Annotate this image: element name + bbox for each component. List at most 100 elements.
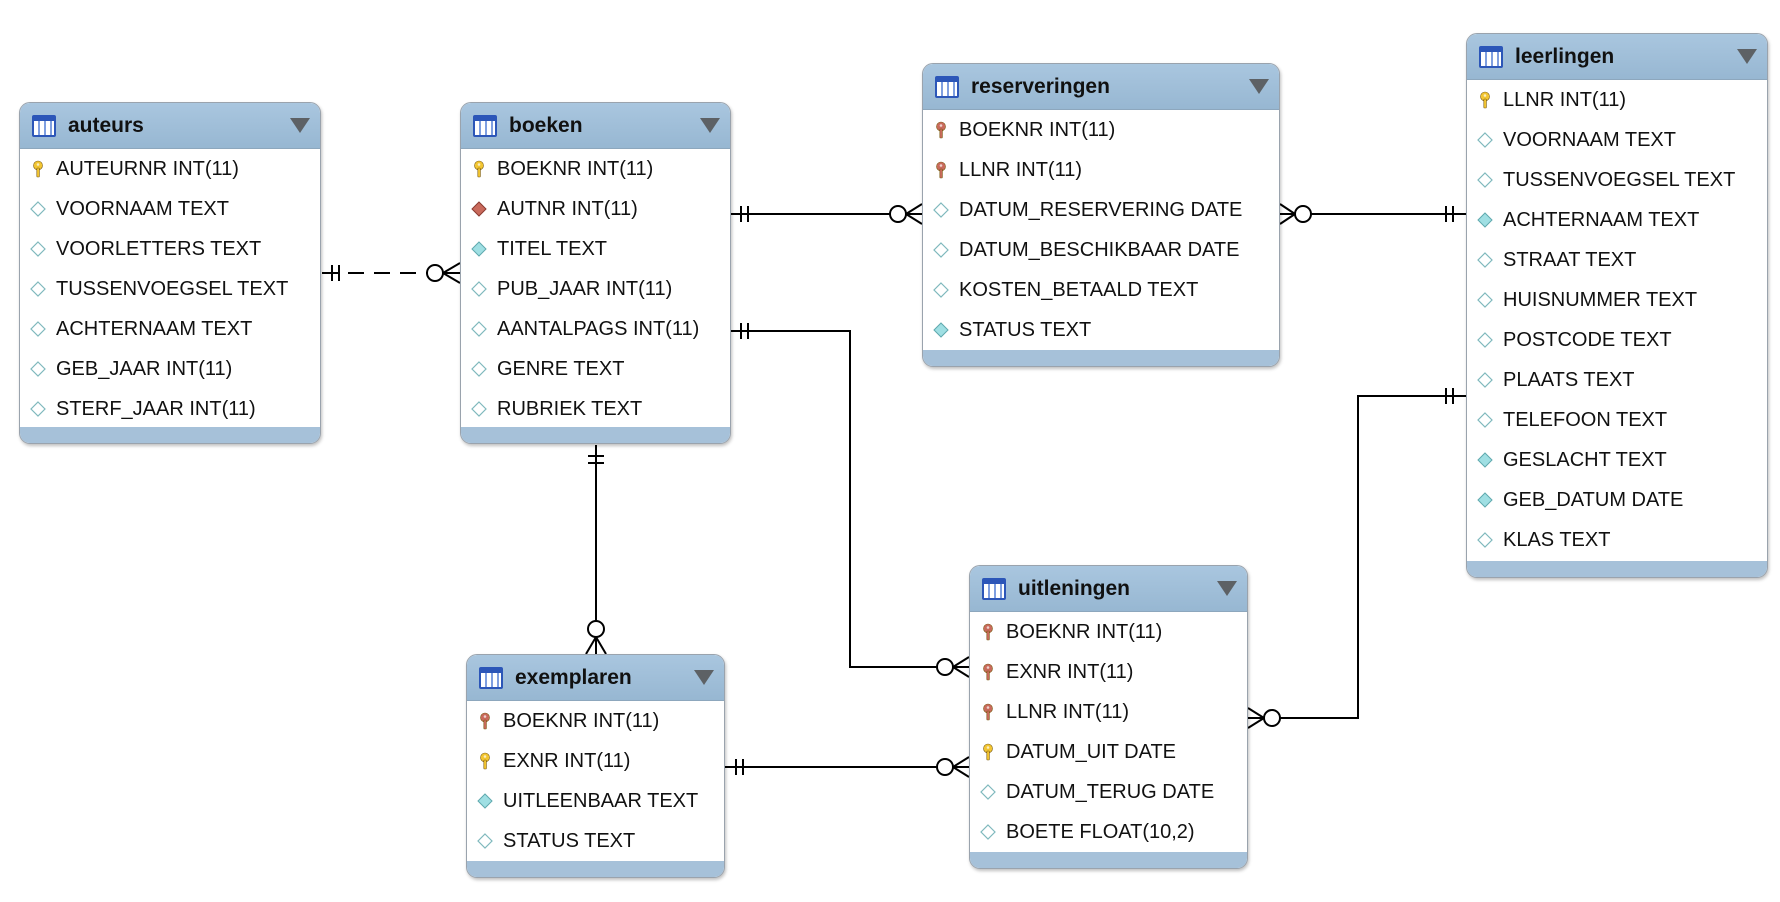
column-row[interactable]: STRAAT TEXT (1467, 240, 1767, 280)
entity-uitleningen[interactable]: uitleningen BOEKNR INT(11) EXNR INT(11) LL… (969, 565, 1248, 869)
column-label: DATUM_UIT DATE (1006, 740, 1177, 763)
rel-boeken-uitleningen[interactable] (731, 323, 970, 678)
rel-boeken-exemplaren[interactable] (585, 445, 607, 655)
column-row[interactable]: AUTEURNR INT(11) (20, 149, 320, 189)
not-null-column-icon (1477, 211, 1493, 229)
column-row[interactable]: LLNR INT(11) (1467, 80, 1767, 120)
column-row[interactable]: KOSTEN_BETAALD TEXT (923, 270, 1279, 310)
column-row[interactable]: POSTCODE TEXT (1467, 320, 1767, 360)
column-row[interactable]: PUB_JAAR INT(11) (461, 269, 730, 309)
column-row[interactable]: DATUM_BESCHIKBAAR DATE (923, 230, 1279, 270)
rel-exemplaren-uitleningen[interactable] (725, 756, 970, 778)
column-icon (933, 241, 949, 259)
entity-boeken[interactable]: boeken BOEKNR INT(11)AUTNR INT(11) TITEL … (460, 102, 731, 444)
column-label: BOETE FLOAT(10,2) (1006, 820, 1195, 843)
foreign-key-diamond-icon (471, 200, 487, 218)
column-row[interactable]: BOEKNR INT(11) (923, 110, 1279, 150)
column-row[interactable]: VOORNAAM TEXT (1467, 120, 1767, 160)
table-icon (473, 114, 497, 137)
entity-header[interactable]: uitleningen (970, 566, 1247, 612)
column-row[interactable]: TELEFOON TEXT (1467, 400, 1767, 440)
column-row[interactable]: GESLACHT TEXT (1467, 440, 1767, 480)
dropdown-arrow-icon[interactable] (700, 118, 720, 133)
column-row[interactable]: DATUM_UIT DATE (970, 732, 1247, 772)
column-row[interactable]: GEB_DATUM DATE (1467, 480, 1767, 520)
column-icon (933, 201, 949, 219)
column-row[interactable]: TUSSENVOEGSEL TEXT (20, 269, 320, 309)
column-icon (471, 320, 487, 338)
column-list: LLNR INT(11)VOORNAAM TEXT TUSSENVOEGSEL T… (1467, 80, 1767, 560)
column-label: DATUM_TERUG DATE (1006, 780, 1215, 803)
column-row[interactable]: VOORLETTERS TEXT (20, 229, 320, 269)
column-row[interactable]: LLNR INT(11) (970, 692, 1247, 732)
column-label: TITEL TEXT (497, 237, 608, 260)
column-row[interactable]: GENRE TEXT (461, 349, 730, 389)
column-row[interactable]: STERF_JAAR INT(11) (20, 389, 320, 429)
column-row[interactable]: ACHTERNAAM TEXT (1467, 200, 1767, 240)
column-row[interactable]: HUISNUMMER TEXT (1467, 280, 1767, 320)
dropdown-arrow-icon[interactable] (694, 670, 714, 685)
entity-leerlingen[interactable]: leerlingen LLNR INT(11)VOORNAAM TEXT TUSS… (1466, 33, 1768, 578)
column-row[interactable]: VOORNAAM TEXT (20, 189, 320, 229)
column-row[interactable]: AANTALPAGS INT(11) (461, 309, 730, 349)
dropdown-arrow-icon[interactable] (1737, 49, 1757, 64)
column-icon (980, 783, 996, 801)
column-row[interactable]: DATUM_TERUG DATE (970, 772, 1247, 812)
column-icon (30, 280, 46, 298)
column-row[interactable]: RUBRIEK TEXT (461, 389, 730, 429)
dropdown-arrow-icon[interactable] (290, 118, 310, 133)
column-label: STATUS TEXT (503, 829, 636, 852)
column-row[interactable]: BOEKNR INT(11) (467, 701, 724, 741)
dropdown-arrow-icon[interactable] (1249, 79, 1269, 94)
column-label: UITLEENBAAR TEXT (503, 789, 699, 812)
rel-boeken-reserveringen[interactable] (731, 203, 923, 225)
column-row[interactable]: KLAS TEXT (1467, 520, 1767, 560)
entity-header[interactable]: exemplaren (467, 655, 724, 701)
column-icon (30, 360, 46, 378)
column-row[interactable]: LLNR INT(11) (923, 150, 1279, 190)
column-row[interactable]: ACHTERNAAM TEXT (20, 309, 320, 349)
column-row[interactable]: BOEKNR INT(11) (461, 149, 730, 189)
primary-key-icon (477, 752, 493, 770)
column-row[interactable]: PLAATS TEXT (1467, 360, 1767, 400)
foreign-key-icon (980, 663, 996, 681)
entity-header[interactable]: reserveringen (923, 64, 1279, 110)
column-row[interactable]: UITLEENBAAR TEXT (467, 781, 724, 821)
entity-exemplaren[interactable]: exemplaren BOEKNR INT(11) EXNR INT(11) UIT… (466, 654, 725, 878)
column-row[interactable]: STATUS TEXT (923, 310, 1279, 350)
column-list: BOEKNR INT(11)LLNR INT(11)DATUM_RESERVER… (923, 110, 1279, 350)
rel-auteurs-boeken[interactable] (322, 262, 461, 284)
column-icon (471, 400, 487, 418)
column-label: GEB_DATUM DATE (1503, 488, 1684, 511)
foreign-key-icon (980, 703, 996, 721)
column-label: KOSTEN_BETAALD TEXT (959, 278, 1199, 301)
column-label: TUSSENVOEGSEL TEXT (1503, 168, 1736, 191)
entity-reserveringen[interactable]: reserveringen BOEKNR INT(11)LLNR INT(11)… (922, 63, 1280, 367)
column-row[interactable]: DATUM_RESERVERING DATE (923, 190, 1279, 230)
column-row[interactable]: AUTNR INT(11) (461, 189, 730, 229)
column-icon (1477, 531, 1493, 549)
entity-title: exemplaren (515, 665, 632, 689)
entity-header[interactable]: auteurs (20, 103, 320, 149)
column-row[interactable]: GEB_JAAR INT(11) (20, 349, 320, 389)
column-row[interactable]: EXNR INT(11) (467, 741, 724, 781)
foreign-key-icon (933, 161, 949, 179)
column-label: KLAS TEXT (1503, 528, 1611, 551)
rel-leerlingen-reserveringen[interactable] (1279, 203, 1466, 225)
entity-header[interactable]: leerlingen (1467, 34, 1767, 80)
column-row[interactable]: BOETE FLOAT(10,2) (970, 812, 1247, 852)
entity-header[interactable]: boeken (461, 103, 730, 149)
column-label: EXNR INT(11) (1006, 660, 1134, 683)
entity-footer (467, 861, 724, 877)
column-row[interactable]: STATUS TEXT (467, 821, 724, 861)
column-row[interactable]: TITEL TEXT (461, 229, 730, 269)
column-row[interactable]: EXNR INT(11) (970, 652, 1247, 692)
column-row[interactable]: BOEKNR INT(11) (970, 612, 1247, 652)
column-label: HUISNUMMER TEXT (1503, 288, 1698, 311)
column-label: BOEKNR INT(11) (503, 709, 660, 732)
rel-leerlingen-uitleningen[interactable] (1247, 388, 1466, 729)
dropdown-arrow-icon[interactable] (1217, 581, 1237, 596)
column-row[interactable]: TUSSENVOEGSEL TEXT (1467, 160, 1767, 200)
foreign-key-icon (933, 121, 949, 139)
